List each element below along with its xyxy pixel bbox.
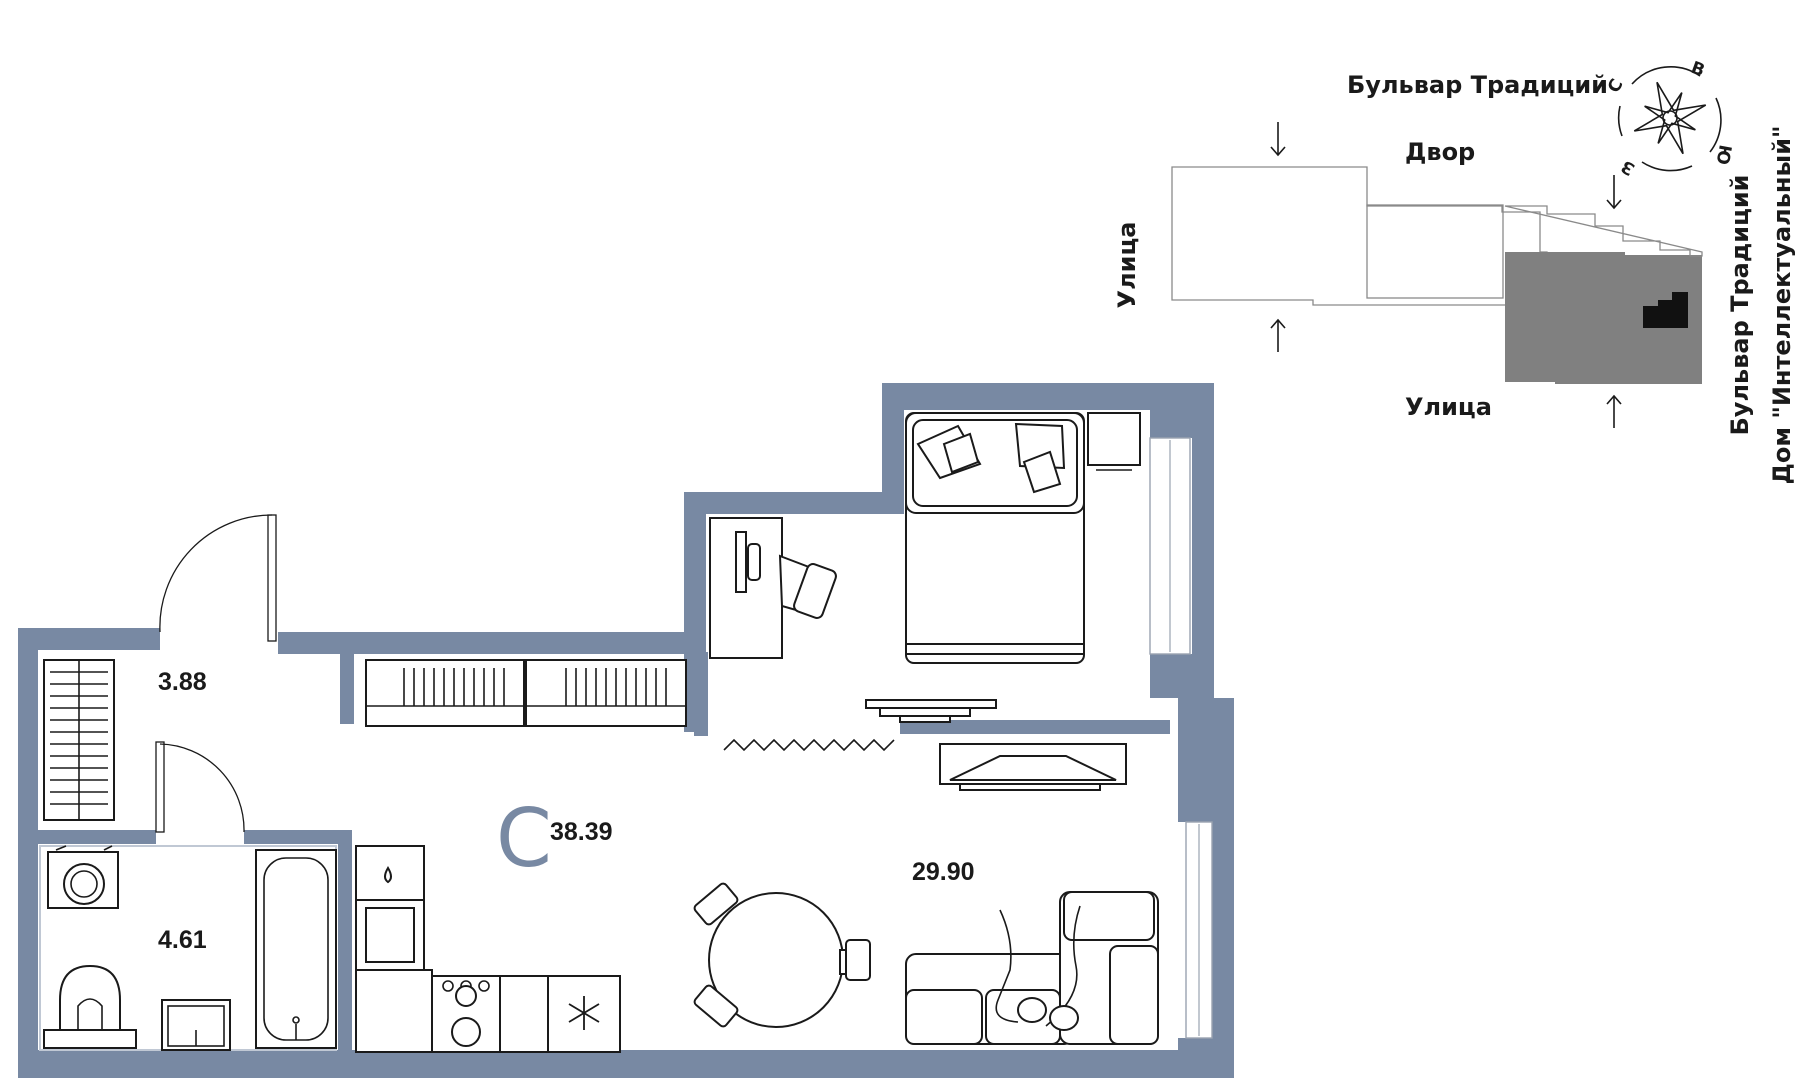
entrance-door bbox=[155, 514, 277, 833]
snowflake-icon bbox=[568, 996, 600, 1030]
total-area: 38.39 bbox=[550, 818, 613, 846]
compass-south: Ю bbox=[1712, 143, 1735, 166]
tv-sideboard-icon bbox=[939, 743, 1127, 791]
curtain-icon bbox=[723, 738, 895, 752]
hallway-area: 3.88 bbox=[158, 668, 207, 696]
building-name-label: Дом "Интеллектуальный" bbox=[1768, 125, 1796, 484]
compass-west: З bbox=[1618, 156, 1638, 179]
entrance-arrow-icon bbox=[1270, 122, 1622, 428]
bed-icon bbox=[905, 412, 1085, 664]
apartment-walls bbox=[18, 383, 1234, 1078]
kitchen-icon bbox=[355, 845, 621, 1053]
street-label-top: Бульвар Традиций bbox=[1347, 71, 1608, 99]
upper-step-outline bbox=[1504, 205, 1703, 257]
sofa-icon bbox=[905, 891, 1159, 1045]
bathroom-fixtures bbox=[43, 845, 337, 1051]
wardrobe-icon bbox=[365, 659, 687, 727]
toilet-icon bbox=[59, 964, 121, 1031]
site-plan: Бульвар Традиций Двор Улица Улица Бульва… bbox=[1113, 58, 1796, 485]
yard-label: Двор bbox=[1405, 138, 1475, 166]
nightstand-icon bbox=[1087, 412, 1141, 471]
apartment-marker bbox=[1643, 292, 1688, 328]
apartment-type-letter: С bbox=[496, 792, 552, 885]
windows bbox=[1149, 437, 1213, 1039]
target-building bbox=[1505, 252, 1702, 384]
compass-icon: С В Ю З bbox=[1604, 58, 1735, 179]
bathtub-icon bbox=[255, 849, 337, 1049]
connector-outline bbox=[1366, 204, 1504, 299]
street-label-bottom: Улица bbox=[1405, 393, 1492, 421]
neighbor-building-outline bbox=[1171, 166, 1548, 306]
street-label-left: Улица bbox=[1113, 222, 1141, 309]
living-area: 29.90 bbox=[912, 858, 975, 886]
street-label-right: Бульвар Традиций bbox=[1726, 175, 1754, 436]
hall-rack-icon bbox=[43, 659, 115, 821]
tv-stand-icon bbox=[865, 699, 997, 723]
compass-east: В bbox=[1688, 58, 1707, 81]
dining-table-icon bbox=[693, 882, 871, 1028]
bathroom-area: 4.61 bbox=[158, 926, 207, 954]
desk-icon bbox=[709, 517, 837, 659]
